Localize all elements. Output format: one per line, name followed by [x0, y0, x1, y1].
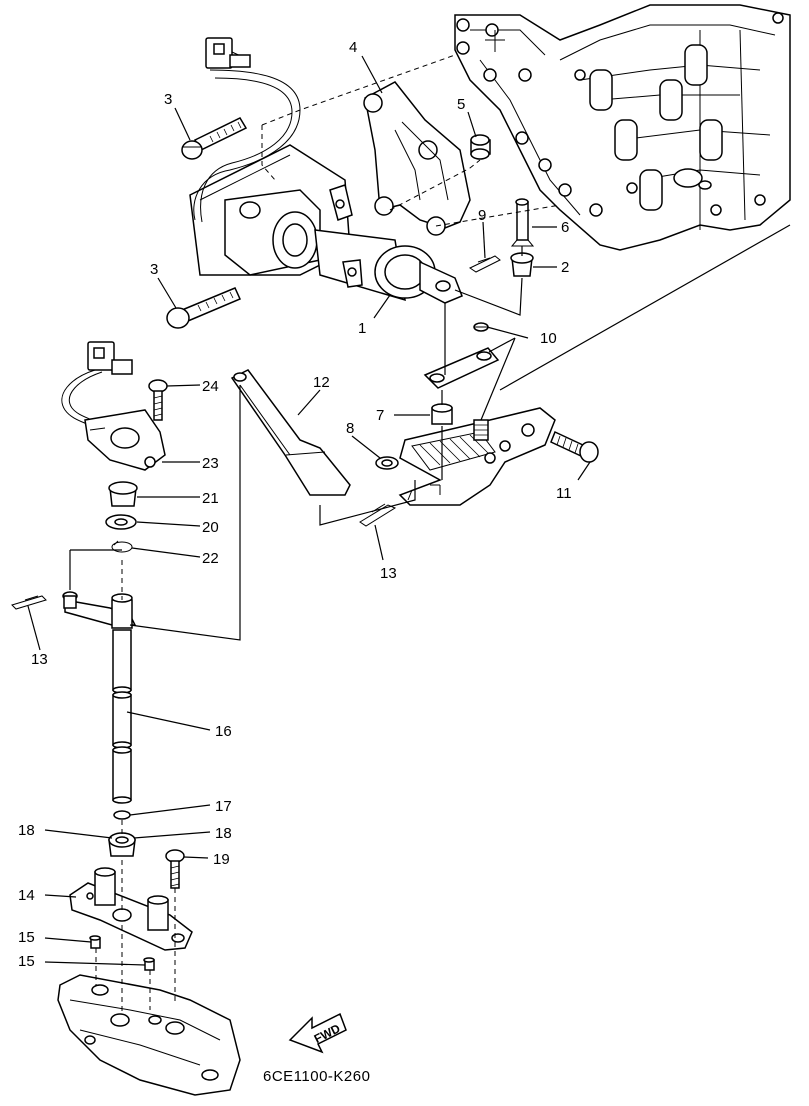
- callout-23: 23: [202, 455, 219, 472]
- callout-20: 20: [202, 519, 219, 536]
- bushing-21: [108, 481, 138, 507]
- bushing-2: [510, 252, 534, 277]
- callout-12: 12: [313, 374, 330, 391]
- callout-15-upper: 15: [18, 929, 35, 946]
- callout-13-left: 13: [31, 651, 48, 668]
- callout-18-right: 18: [215, 825, 232, 842]
- callout-10: 10: [540, 330, 557, 347]
- dowel-15-lower: [143, 957, 155, 971]
- position-sensor-23: [61, 341, 166, 471]
- washer-20: [105, 514, 137, 530]
- screw-19: [165, 849, 185, 889]
- bracket-4: [363, 81, 471, 236]
- callout-5: 5: [457, 96, 465, 113]
- callout-14: 14: [18, 887, 35, 904]
- lower-casing: [57, 974, 241, 1096]
- clip-9: [468, 255, 501, 273]
- bolt-3-lower: [166, 287, 242, 329]
- callout-24: 24: [202, 378, 219, 395]
- circlip-22: [111, 540, 133, 553]
- callout-4: 4: [349, 39, 357, 56]
- callout-11: 11: [556, 485, 572, 502]
- forward-arrow-icon: FWD: [288, 1012, 347, 1054]
- callout-7: 7: [376, 407, 384, 424]
- callout-labels: 1 2 3 3 4 5 6 7 8 9 10 11 12 13 13 14 15…: [18, 39, 572, 970]
- clip-13-right: [359, 503, 397, 527]
- callout-9: 9: [478, 207, 486, 224]
- dowel-15-upper: [89, 935, 101, 949]
- shift-arm-upper: [62, 591, 137, 629]
- callout-21: 21: [202, 490, 219, 507]
- shift-shaft-16: [112, 629, 132, 804]
- callout-3-upper: 3: [164, 91, 172, 108]
- bushing-18: [108, 832, 136, 857]
- pin-6: [510, 198, 535, 247]
- callout-17: 17: [215, 798, 232, 815]
- callout-13-right: 13: [380, 565, 397, 582]
- callout-19: 19: [213, 851, 230, 868]
- leader-lines: [27, 54, 791, 1015]
- callout-2: 2: [561, 259, 569, 276]
- callout-16: 16: [215, 723, 232, 740]
- collar-5: [470, 134, 491, 160]
- link-10: [423, 322, 500, 389]
- shift-lever-assembly: [398, 407, 556, 506]
- o-ring-17: [113, 810, 131, 820]
- callout-1: 1: [358, 320, 366, 337]
- bolt-3-upper: [181, 117, 248, 160]
- diagram-code: 6CE1100-K260: [263, 1068, 370, 1085]
- engine-block: [454, 4, 791, 251]
- callout-3-lower: 3: [150, 261, 158, 278]
- screw-24: [148, 379, 168, 421]
- bolt-11: [550, 430, 599, 463]
- shift-actuator-1: [189, 37, 463, 304]
- callout-22: 22: [202, 550, 219, 567]
- shift-rod-lever-12: [230, 369, 351, 496]
- clip-13-left: [11, 595, 47, 610]
- callout-8: 8: [346, 420, 354, 437]
- washer-8: [375, 456, 399, 470]
- collar-7: [431, 403, 453, 425]
- bracket-14: [69, 867, 193, 951]
- callout-6: 6: [561, 219, 569, 236]
- callout-15-lower: 15: [18, 953, 35, 970]
- callout-18-left: 18: [18, 822, 35, 839]
